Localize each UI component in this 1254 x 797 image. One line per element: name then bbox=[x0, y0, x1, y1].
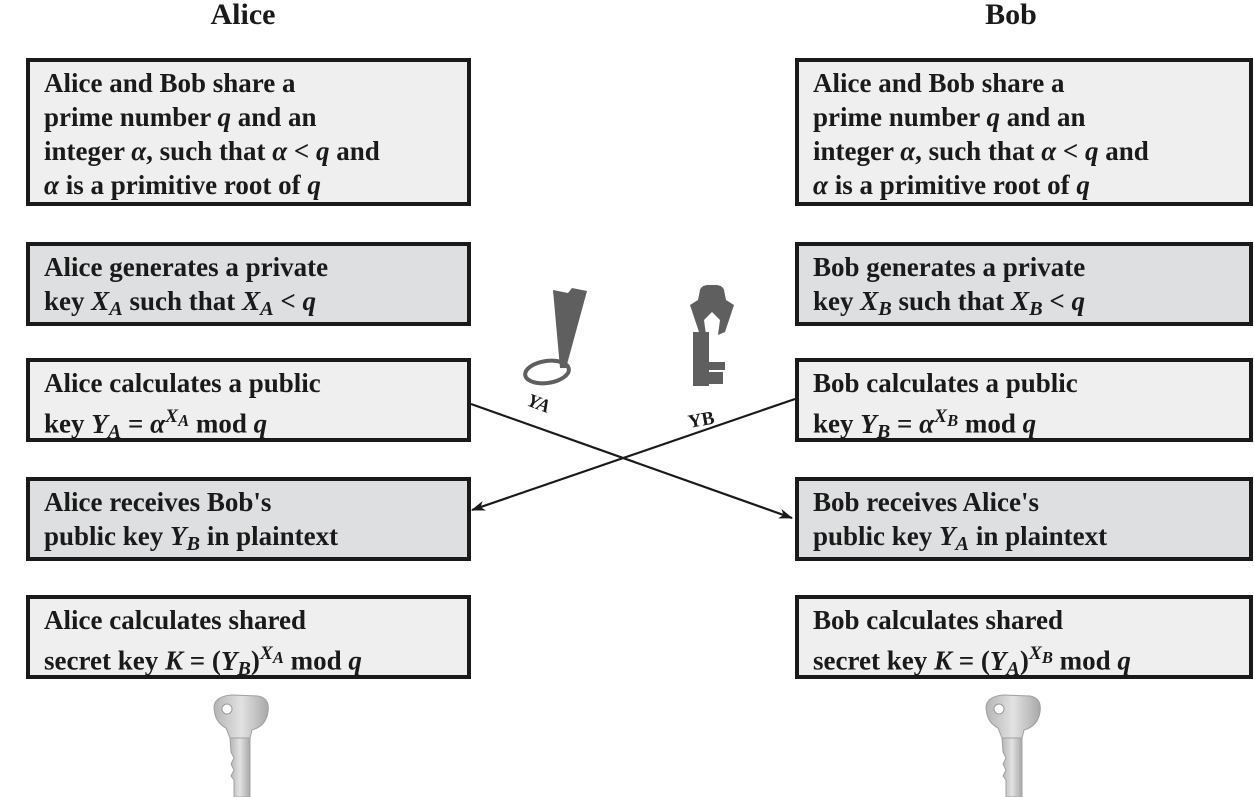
bob-public-key-label: YB bbox=[686, 408, 716, 433]
alice-step-shared-params: Alice and Bob share a prime number q and… bbox=[26, 58, 471, 206]
bob-step-public-key: Bob calculates a public key YB = αXB mod… bbox=[795, 358, 1253, 443]
step-line: key YB = αXB mod q bbox=[813, 406, 1037, 443]
bob-shared-secret-key-icon bbox=[985, 694, 1041, 797]
step-line: prime number q and an bbox=[44, 102, 317, 132]
alice-step-private-key: Alice generates a private key XA such th… bbox=[26, 242, 471, 326]
step-line: Bob receives Alice's bbox=[813, 487, 1039, 517]
step-line: key YA = αXA mod q bbox=[44, 406, 268, 443]
step-line: public key YB in plaintext bbox=[44, 521, 339, 556]
step-line: integer α, such that α < q and bbox=[813, 136, 1149, 166]
bob-step-shared-secret: Bob calculates shared secret key K = (YA… bbox=[795, 595, 1253, 680]
step-line: public key YA in plaintext bbox=[813, 521, 1108, 556]
alice-step-public-key: Alice calculates a public key YA = αXA m… bbox=[26, 358, 471, 443]
alice-column-title: Alice bbox=[210, 0, 276, 31]
bob-step-private-key: Bob generates a private key XB such that… bbox=[795, 242, 1253, 326]
bob-step-receive-key: Bob receives Alice's public key YA in pl… bbox=[795, 477, 1253, 561]
alice-public-key-icon bbox=[523, 288, 587, 386]
alice-step-receive-key: Alice receives Bob's public key YB in pl… bbox=[26, 477, 471, 561]
step-line: Alice calculates shared bbox=[44, 605, 306, 635]
step-line: Alice calculates a public bbox=[44, 368, 321, 398]
step-line: key XB such that XB < q bbox=[813, 286, 1085, 321]
arrow-alice-to-bob bbox=[470, 402, 793, 520]
alice-step-shared-secret: Alice calculates shared secret key K = (… bbox=[26, 595, 471, 680]
bob-step-shared-params: Alice and Bob share a prime number q and… bbox=[795, 58, 1253, 206]
step-line: secret key K = (YB)XA mod q bbox=[44, 643, 362, 680]
alice-public-key-label: YA bbox=[524, 390, 553, 418]
step-line: Alice and Bob share a bbox=[44, 68, 296, 98]
step-line: Bob calculates a public bbox=[813, 368, 1078, 398]
step-line: integer α, such that α < q and bbox=[44, 136, 380, 166]
bob-column-title: Bob bbox=[985, 0, 1037, 31]
step-line: α is a primitive root of q bbox=[44, 170, 321, 200]
step-line: α is a primitive root of q bbox=[813, 170, 1090, 200]
bob-public-key-icon bbox=[690, 284, 734, 386]
step-line: Alice receives Bob's bbox=[44, 487, 272, 517]
alice-shared-secret-key-icon bbox=[213, 694, 269, 797]
step-line: Alice generates a private bbox=[44, 252, 329, 282]
step-line: secret key K = (YA)XB mod q bbox=[813, 643, 1131, 680]
step-line: prime number q and an bbox=[813, 102, 1086, 132]
arrow-bob-to-alice bbox=[471, 397, 796, 512]
step-line: Alice and Bob share a bbox=[813, 68, 1065, 98]
step-line: key XA such that XA < q bbox=[44, 286, 316, 321]
step-line: Bob generates a private bbox=[813, 252, 1086, 282]
step-line: Bob calculates shared bbox=[813, 605, 1064, 635]
